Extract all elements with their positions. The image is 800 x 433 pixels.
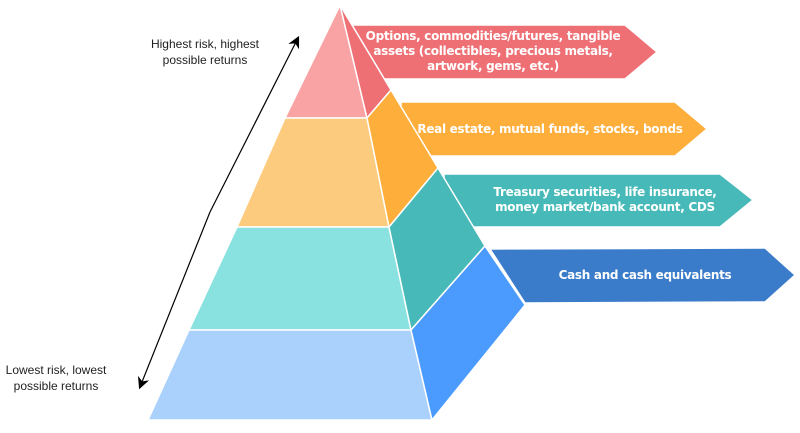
tier-3-front [187,226,412,331]
risk-arrow-down [137,211,211,390]
risk-arrow [209,35,300,213]
tier-2-text: Real estate, mutual funds, stocks, bonds [417,122,683,136]
highest-risk-label: Highest risk, highest possible returns [150,37,260,67]
tier-4-side [410,244,526,422]
lowest-risk-label: Lowest risk, lowest possible returns [5,363,107,393]
tier-4-text: Cash and cash equivalents [558,268,732,282]
tier-1-text: Options, commodities/futures, tangible a… [365,29,621,73]
tier-4-banner [488,247,797,304]
tier-2-front [235,117,390,228]
tier-4-front [146,329,433,421]
tier-3-text: Treasury securities, life insurance, mon… [493,185,717,214]
